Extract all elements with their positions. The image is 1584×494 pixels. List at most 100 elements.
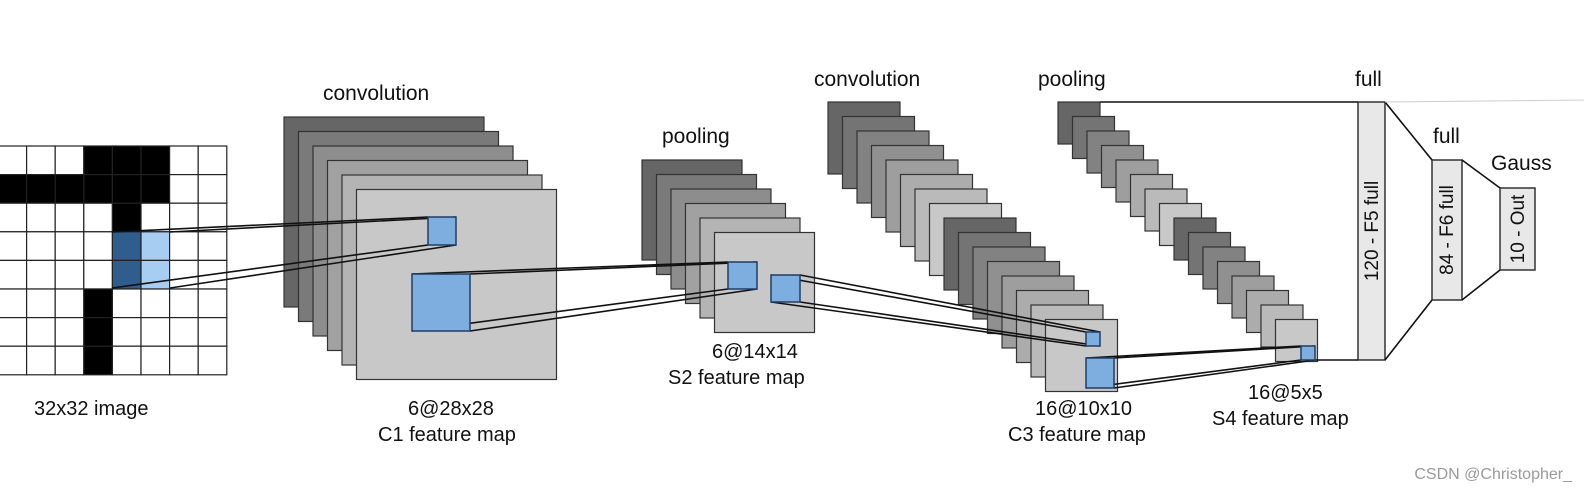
input-pixel: [54, 231, 85, 262]
caption-s4-name: S4 feature map: [1212, 408, 1349, 430]
input-pixel: [0, 288, 28, 319]
input-pixel: [197, 317, 228, 347]
input-pixel: [140, 231, 171, 262]
f6-layer-label: 84 - F6 full: [1437, 185, 1458, 275]
label-pooling-2: pooling: [1038, 68, 1106, 91]
input-pixel: [169, 174, 199, 204]
input-pixel: [140, 288, 171, 319]
connection-line: [1113, 345, 1316, 359]
connection-lines: [111, 99, 1584, 389]
input-pixel: [0, 259, 28, 290]
input-pixel: [111, 145, 142, 176]
input-pixel: [54, 345, 85, 376]
input-pixel: [83, 288, 114, 319]
faint-line: [1384, 99, 1584, 103]
input-pixel: [140, 174, 171, 204]
input-pixel: [83, 174, 114, 204]
input-pixel: [83, 145, 114, 176]
input-pixel: [54, 288, 85, 319]
input-pixel: [197, 145, 228, 176]
connection-line: [799, 301, 1101, 347]
highlight-cell: [770, 274, 801, 303]
input-pixel: [0, 231, 28, 262]
input-pixel: [54, 202, 85, 233]
connection-line: [770, 274, 1087, 333]
out-layer-box: [1499, 187, 1536, 271]
caption-input-image: 32x32 image: [34, 398, 149, 420]
input-pixel: [26, 259, 56, 290]
connection-line: [1384, 101, 1433, 161]
input-pixel: [83, 317, 114, 347]
connection-line: [169, 244, 457, 289]
input-pixel: [197, 231, 228, 262]
connection-line: [1085, 359, 1302, 389]
input-pixel: [54, 145, 85, 176]
f5-layer-box: [1357, 101, 1386, 361]
input-pixel: [83, 259, 114, 290]
input-pixel: [197, 174, 228, 204]
highlight-cell: [727, 261, 758, 290]
f6-layer-box: [1431, 159, 1463, 301]
highlight-cell: [411, 273, 471, 332]
input-pixel: [26, 317, 56, 347]
input-image-grid: [0, 145, 228, 376]
highlight-cell: [427, 216, 457, 246]
input-pixel: [26, 174, 56, 204]
receptive-field-highlights: [411, 216, 1316, 389]
connection-line: [169, 216, 457, 233]
label-pooling-1: pooling: [662, 125, 730, 148]
label-convolution-2: convolution: [814, 68, 920, 91]
connection-line: [111, 216, 429, 233]
label-convolution-1: convolution: [323, 82, 429, 105]
input-pixel: [83, 202, 114, 233]
input-pixel: [169, 288, 199, 319]
connection-line: [1384, 299, 1433, 361]
c1-feature-maps: [283, 116, 558, 381]
input-pixel: [197, 288, 228, 319]
input-pixel: [0, 345, 28, 376]
caption-c3-name: C3 feature map: [1008, 424, 1146, 446]
connection-line: [411, 261, 729, 275]
connection-line: [469, 261, 758, 275]
connection-line: [111, 244, 429, 289]
input-pixel: [140, 345, 171, 376]
s4-feature-maps: [1057, 101, 1319, 363]
input-pixel: [54, 259, 85, 290]
input-pixel: [0, 174, 28, 204]
caption-s4-size: 16@5x5: [1248, 382, 1323, 404]
input-pixel: [169, 317, 199, 347]
connection-line: [1085, 345, 1302, 359]
caption-c3-size: 16@10x10: [1035, 398, 1132, 420]
caption-c1-size: 6@28x28: [408, 398, 494, 420]
label-full-2: full: [1433, 125, 1460, 148]
connection-line: [799, 274, 1101, 333]
input-pixel: [54, 317, 85, 347]
input-pixel: [83, 345, 114, 376]
input-pixel: [0, 202, 28, 233]
input-pixel: [0, 317, 28, 347]
input-pixel: [26, 145, 56, 176]
input-pixel: [111, 202, 142, 233]
connection-line: [770, 301, 1087, 347]
input-pixel: [169, 145, 199, 176]
input-pixel: [83, 231, 114, 262]
label-full-1: full: [1355, 68, 1382, 91]
caption-c1-name: C1 feature map: [378, 424, 516, 446]
input-pixel: [111, 345, 142, 376]
caption-s2-size: 6@14x14: [712, 341, 798, 363]
input-pixel: [26, 345, 56, 376]
input-pixel: [197, 345, 228, 376]
connection-line: [1461, 269, 1501, 301]
input-pixel: [169, 231, 199, 262]
input-pixel: [111, 317, 142, 347]
input-pixel: [26, 202, 56, 233]
label-gauss: Gauss: [1491, 152, 1552, 175]
input-pixel: [111, 231, 142, 262]
out-layer-label: 10 - Out: [1508, 194, 1529, 263]
connection-line: [469, 288, 758, 332]
input-pixel: [140, 145, 171, 176]
input-pixel: [169, 345, 199, 376]
s2-feature-maps: [641, 159, 816, 334]
f5-layer-label: 120 - F5 full: [1362, 181, 1383, 281]
